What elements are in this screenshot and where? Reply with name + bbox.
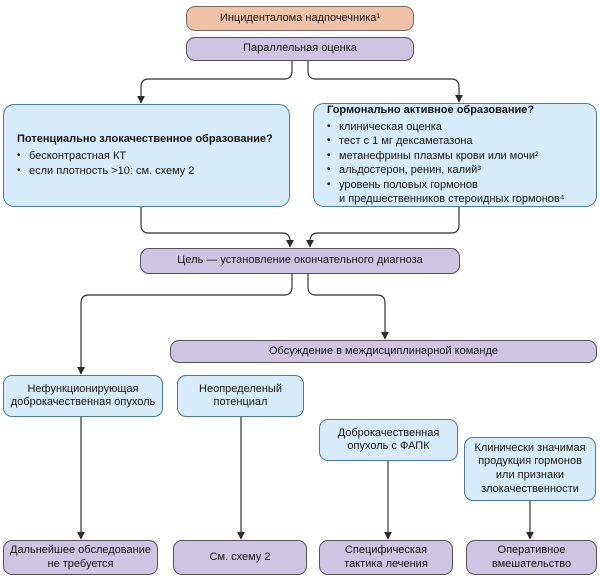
bullet-text: метанефрины плазмы крови или мочи² [339,149,539,162]
bullet-text: уровень половых гормонов и предшественни… [339,178,565,206]
bullet-text: если плотность >10: см. схему 2 [29,164,195,177]
node-outcome-see-scheme2: См. схему 2 [173,540,307,575]
node-cat-label: Неопределеный потенциал [199,382,282,408]
bullet-item: • уровень половых гормонов и предшествен… [327,178,564,207]
node-potentially-malignant: Потенциально злокачественное образование… [3,104,290,207]
connector-goal-to-nonfunctioning [77,274,293,375]
bullet-dot: • [17,164,21,176]
node-nonfunctioning-benign-tumor: Нефункционирующая доброкачественная опух… [3,375,163,417]
node-goal-final-diagnosis: Цель — установление окончательного диагн… [140,248,460,274]
node-significant-hormone-production: Клинически значимая продукция гормонов и… [464,437,596,501]
node-outcome-label: Дальнейшее обследование не требуется [10,544,151,570]
bullet-text: тест с 1 мг дексаметазона [339,135,473,148]
bullet-dot: • [327,178,331,190]
node-cat-label: Доброкачественная опухоль с ФАПК [337,426,440,452]
bullet-text: клиническая оценка [339,120,442,133]
bullet-item: • если плотность >10: см. схему 2 [17,164,194,179]
node-incidentaloma: Инциденталома надпочечника¹ [186,6,414,31]
node-cat-label: Нефункционирующая доброкачественная опух… [10,382,156,408]
bullet-text: бесконтрастная КТ [29,150,127,163]
node-parallel-assessment-label: Параллельная оценка [243,42,357,55]
connector-parallel-to-hormonal [307,61,463,103]
bullet-item: • метанефрины плазмы крови или мочи² [327,149,539,164]
node-discussion-label: Обсуждение в междисциплинарной команде [268,344,499,357]
node-hormonally-active-title: Гормонально активное образование? [327,103,535,116]
node-incidentaloma-label: Инциденталома надпочечника¹ [219,11,381,24]
node-uncertain-potential: Неопределеный потенциал [177,375,304,417]
node-outcome-no-followup: Дальнейшее обследование не требуется [3,540,158,575]
node-outcome-label: Специфическая тактика лечения [344,544,428,570]
bullet-dot: • [327,120,331,132]
bullet-item: • тест с 1 мг дексаметазона [327,134,473,149]
node-outcome-label: Оперативное вмешательство [491,544,572,570]
connector-hormonal-to-goal [306,207,460,248]
node-hormonally-active: Гормонально активное образование? • клин… [313,103,597,207]
bullet-dot: • [327,164,331,176]
bullet-dot: • [17,150,21,162]
bullet-item: • альдостерон, ренин, калий³ [327,163,481,178]
connector-goal-to-discussion [307,274,389,340]
node-multidisciplinary-discussion: Обсуждение в междисциплинарной команде [170,340,597,363]
node-goal-label: Цель — установление окончательного диагн… [177,254,423,267]
connector-parallel-to-malignant [137,61,293,104]
bullet-text: альдостерон, ренин, калий³ [339,164,481,177]
connector-malignant-to-goal [140,207,294,248]
node-outcome-surgery: Оперативное вмешательство [466,540,597,575]
node-outcome-specific-treatment: Специфическая тактика лечения [319,540,453,575]
node-benign-tumor-fapc: Доброкачественная опухоль с ФАПК [319,419,458,461]
bullet-dot: • [327,135,331,147]
bullet-item: • бесконтрастная КТ [17,149,126,164]
node-cat-label: Клинически значимая продукция гормонов и… [474,441,586,495]
node-potentially-malignant-title: Потенциально злокачественное образование… [17,132,273,145]
bullet-dot: • [327,149,331,161]
node-parallel-assessment: Параллельная оценка [186,37,414,61]
node-outcome-label: См. схему 2 [209,550,271,563]
bullet-item: • клиническая оценка [327,120,442,135]
